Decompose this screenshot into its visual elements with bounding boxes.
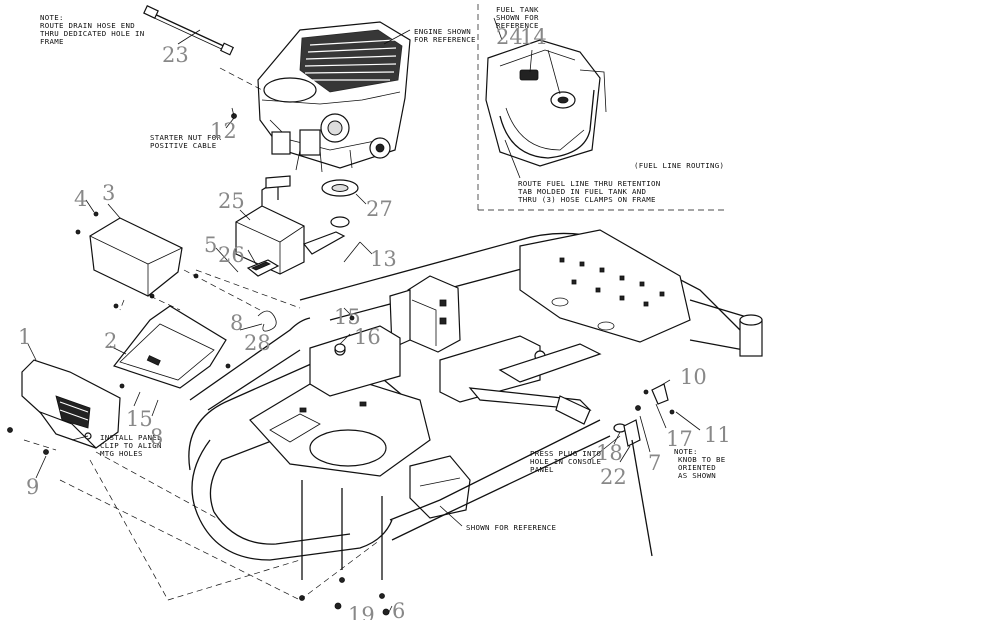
note-line: ORIENTED	[678, 463, 716, 472]
note-line: NOTE:	[674, 447, 698, 456]
callout-9: 9	[26, 475, 39, 499]
engine	[257, 21, 411, 173]
note-line: THRU (3) HOSE CLAMPS ON FRAME	[518, 195, 656, 204]
callout-17: 17	[666, 427, 693, 451]
callout-27: 27	[366, 197, 393, 221]
note-frame-reference: SHOWN FOR REFERENCE	[466, 523, 556, 532]
callout-7: 7	[648, 451, 661, 475]
muffler	[235, 175, 350, 275]
note-line: FRAME	[40, 37, 64, 46]
callout-15-lower: 15	[126, 407, 153, 431]
leader-lines	[27, 17, 701, 615]
starter-nut	[231, 107, 237, 119]
callout-14: 14	[520, 25, 547, 49]
note-drain-hose: NOTE: ROUTE DRAIN HOSE END THRU DEDICATE…	[40, 13, 145, 46]
callout-26: 26	[218, 243, 245, 267]
callout-12: 12	[210, 119, 237, 143]
note-line: POSITIVE CABLE	[150, 141, 217, 150]
callout-1: 1	[18, 325, 31, 349]
note-knob: NOTE: KNOB TO BE ORIENTED AS SHOWN	[674, 447, 726, 480]
note-line: NOTE:	[40, 13, 64, 22]
drain-hose	[143, 5, 235, 56]
note-line: THRU DEDICATED HOLE IN	[40, 29, 145, 38]
callout-15-upper: 15	[334, 305, 361, 329]
callout-numbers: 23 12 3 4 25 5 26 27 13 24 14 1 2 8 28 1…	[18, 25, 731, 625]
note-line: TAB MOLDED IN FUEL TANK AND	[518, 187, 646, 196]
mower-frame	[188, 229, 763, 580]
callout-5: 5	[204, 233, 217, 257]
note-line: MTG HOLES	[100, 449, 143, 458]
note-line: INSTALL PANEL	[100, 433, 162, 442]
note-line: REFERENCE	[496, 21, 539, 30]
callout-22: 22	[600, 465, 627, 489]
callout-2: 2	[104, 329, 117, 353]
engine-washer	[321, 179, 367, 205]
note-line: FUEL TANK	[496, 5, 539, 14]
reference-lines	[23, 67, 381, 601]
fuel-tank	[485, 39, 607, 167]
note-line: FOR REFERENCE	[414, 35, 476, 44]
heat-shield-bracket	[113, 303, 231, 389]
heat-shield	[75, 211, 199, 299]
callout-4: 4	[74, 187, 87, 211]
callout-6: 6	[392, 599, 405, 620]
callout-10: 10	[680, 365, 707, 389]
note-line: KNOB TO BE	[678, 455, 726, 464]
note-line: AS SHOWN	[678, 471, 716, 480]
callout-25: 25	[218, 189, 245, 213]
note-line: ROUTE FUEL LINE THRU RETENTION	[518, 179, 661, 188]
note-fuel-line-route: ROUTE FUEL LINE THRU RETENTION TAB MOLDE…	[518, 179, 661, 204]
note-line: SHOWN FOR	[496, 13, 539, 22]
note-line: ROUTE DRAIN HOSE END	[40, 21, 135, 30]
callout-8-lower: 8	[150, 425, 163, 449]
callout-24: 24	[496, 25, 523, 49]
callout-3: 3	[102, 181, 115, 205]
callout-19: 19	[348, 603, 375, 620]
note-engine-reference: ENGINE SHOWN FOR REFERENCE	[414, 27, 476, 44]
callout-13: 13	[370, 247, 397, 271]
callout-18: 18	[596, 441, 623, 465]
callout-23: 23	[162, 43, 189, 67]
note-fuel-tank-reference: FUEL TANK SHOWN FOR REFERENCE	[496, 5, 539, 30]
callout-16: 16	[354, 325, 381, 349]
callout-8-upper: 8	[230, 311, 243, 335]
note-line: CLIP TO ALIGN	[100, 441, 162, 450]
note-line: HOLE IN CONSOLE	[530, 457, 601, 466]
note-fuel-line-routing: (FUEL LINE ROUTING)	[634, 161, 724, 170]
note-line: PANEL	[530, 465, 554, 474]
spring-clip	[257, 310, 277, 332]
note-line: PRESS PLUG INTO	[530, 449, 601, 458]
note-starter-nut: STARTER NUT FOR POSITIVE CABLE	[150, 133, 221, 150]
note-panel-clip: INSTALL PANEL CLIP TO ALIGN MTG HOLES	[100, 433, 162, 458]
fuel-tank-inset	[477, 4, 728, 211]
note-line: STARTER NUT FOR	[150, 133, 221, 142]
note-line: ENGINE SHOWN	[414, 27, 471, 36]
callout-11: 11	[704, 423, 731, 447]
muffler-guard	[246, 259, 280, 277]
note-press-plug: PRESS PLUG INTO HOLE IN CONSOLE PANEL	[530, 449, 601, 474]
callout-28: 28	[244, 331, 271, 355]
front-panel	[7, 359, 121, 455]
